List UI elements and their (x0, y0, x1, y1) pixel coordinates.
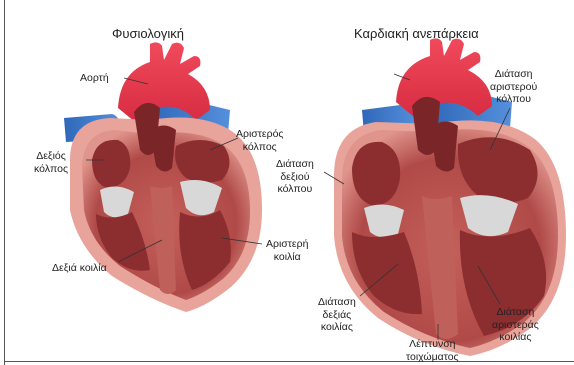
label-aorta: Αορτή (80, 72, 109, 85)
label-dilated-right-atrium: Διάταση δεξιού κόλπου (276, 158, 314, 196)
title-normal: Φυσιολογική (112, 26, 184, 41)
label-dilated-right-ventricle: Διάταση δεξιάς κοιλίας (318, 296, 356, 334)
label-right-ventricle: Δεξιά κοιλία (52, 262, 107, 275)
label-wall-thinning: Λέπτυνση τοιχώματος (406, 338, 459, 363)
label-dilated-left-atrium: Διάταση αριστερού κόλπου (490, 68, 537, 106)
label-left-atrium: Αριστερός κόλπος (236, 128, 284, 153)
title-heart-failure: Καρδιακή ανεπάρκεια (354, 26, 479, 41)
label-right-atrium: Δεξιός κόλπος (34, 150, 68, 175)
label-left-ventricle: Αριστερή κοιλία (266, 238, 308, 263)
label-dilated-left-ventricle: Διάταση αριστεράς κοιλίας (492, 306, 539, 344)
